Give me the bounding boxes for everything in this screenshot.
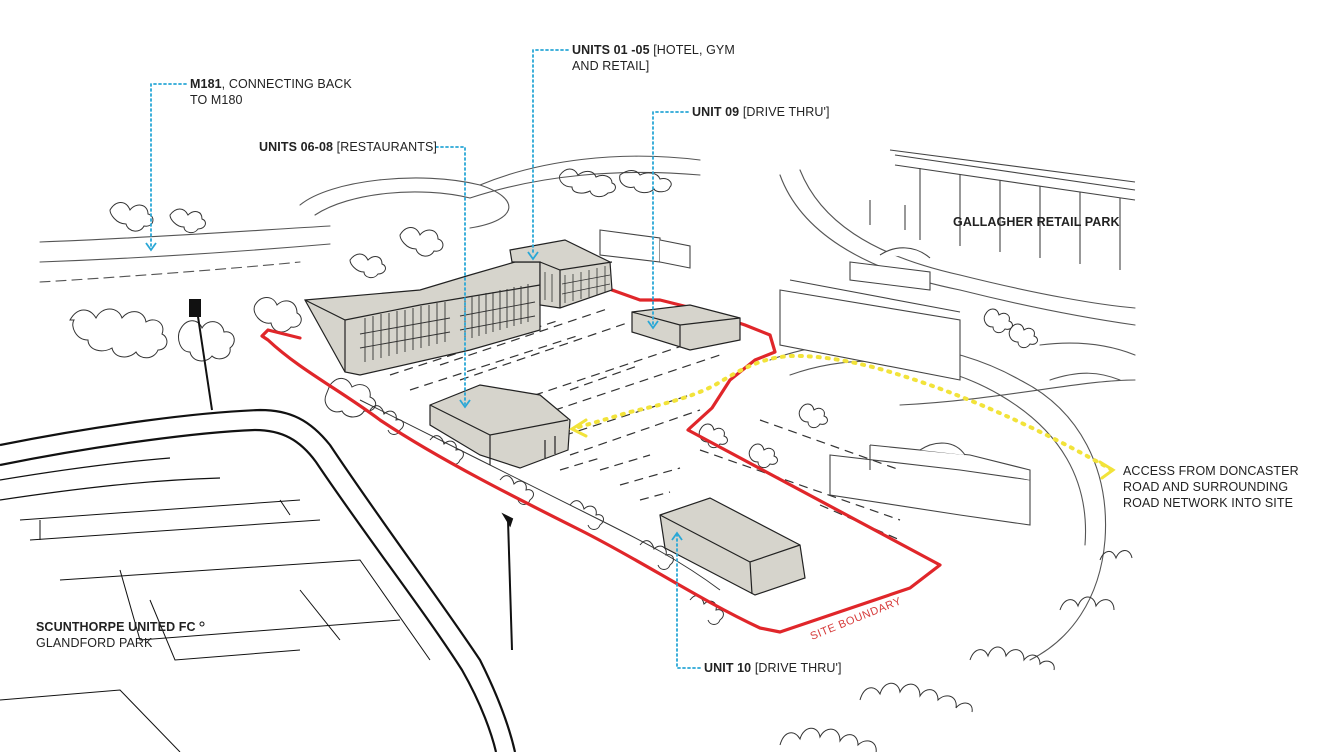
label-unit-09: UNIT 09 [DRIVE THRU'] — [692, 104, 830, 120]
callout-lines — [150, 49, 701, 669]
label-units-01-05-bold: UNITS 01 -05 — [572, 43, 650, 57]
label-unit-09-bold: UNIT 09 — [692, 105, 740, 119]
label-units-01-05-line2: AND RETAIL] — [572, 59, 650, 73]
label-m181-bold: M181 — [190, 77, 222, 91]
label-units-01-05-rest: [HOTEL, GYM — [649, 43, 735, 57]
background-buildings — [599, 229, 1031, 526]
label-unit-09-rest: [DRIVE THRU'] — [739, 105, 830, 119]
stadium — [0, 408, 517, 752]
stadium-marker — [199, 621, 205, 627]
label-unit-10-bold: UNIT 10 — [704, 661, 752, 675]
label-access-line1: ACCESS FROM DONCASTER — [1123, 464, 1299, 478]
access-route — [573, 353, 1114, 472]
floodlight-posts — [189, 299, 514, 651]
label-unit-10: UNIT 10 [DRIVE THRU'] — [704, 660, 842, 676]
tree-scribbles — [69, 168, 1133, 752]
access-arrowheads — [568, 418, 1116, 480]
label-access-line3: ROAD NETWORK INTO SITE — [1123, 496, 1294, 510]
label-m181-rest: , CONNECTING BACK — [221, 77, 352, 91]
callout-arrowheads — [145, 242, 683, 541]
label-scunthorpe: SCUNTHORPE UNITED FC GLANDFORD PARK — [36, 619, 196, 651]
label-units-06-08-bold: UNITS 06-08 — [259, 140, 334, 154]
site-boundary-line — [260, 288, 942, 634]
label-access-line2: ROAD AND SURROUNDING — [1123, 480, 1289, 494]
label-unit-10-rest: [DRIVE THRU'] — [751, 661, 842, 675]
gallagher-canopy — [869, 149, 1136, 270]
label-units-01-05: UNITS 01 -05 [HOTEL, GYM AND RETAIL] — [572, 42, 735, 74]
label-access: ACCESS FROM DONCASTER ROAD AND SURROUNDI… — [1123, 463, 1299, 511]
proposed-buildings — [304, 239, 806, 596]
label-units-06-08-rest: [RESTAURANTS] — [333, 140, 438, 154]
label-scunthorpe-bold: SCUNTHORPE UNITED FC — [36, 620, 196, 634]
label-gallagher-bold: GALLAGHER RETAIL PARK — [953, 215, 1120, 229]
label-m181: M181, CONNECTING BACK TO M180 — [190, 76, 352, 108]
label-scunthorpe-line2: GLANDFORD PARK — [36, 636, 153, 650]
label-units-06-08: UNITS 06-08 [RESTAURANTS] — [259, 139, 437, 155]
background-roads — [39, 155, 1136, 661]
label-m181-line2: TO M180 — [190, 93, 243, 107]
label-gallagher-retail-park: GALLAGHER RETAIL PARK — [953, 214, 1120, 230]
